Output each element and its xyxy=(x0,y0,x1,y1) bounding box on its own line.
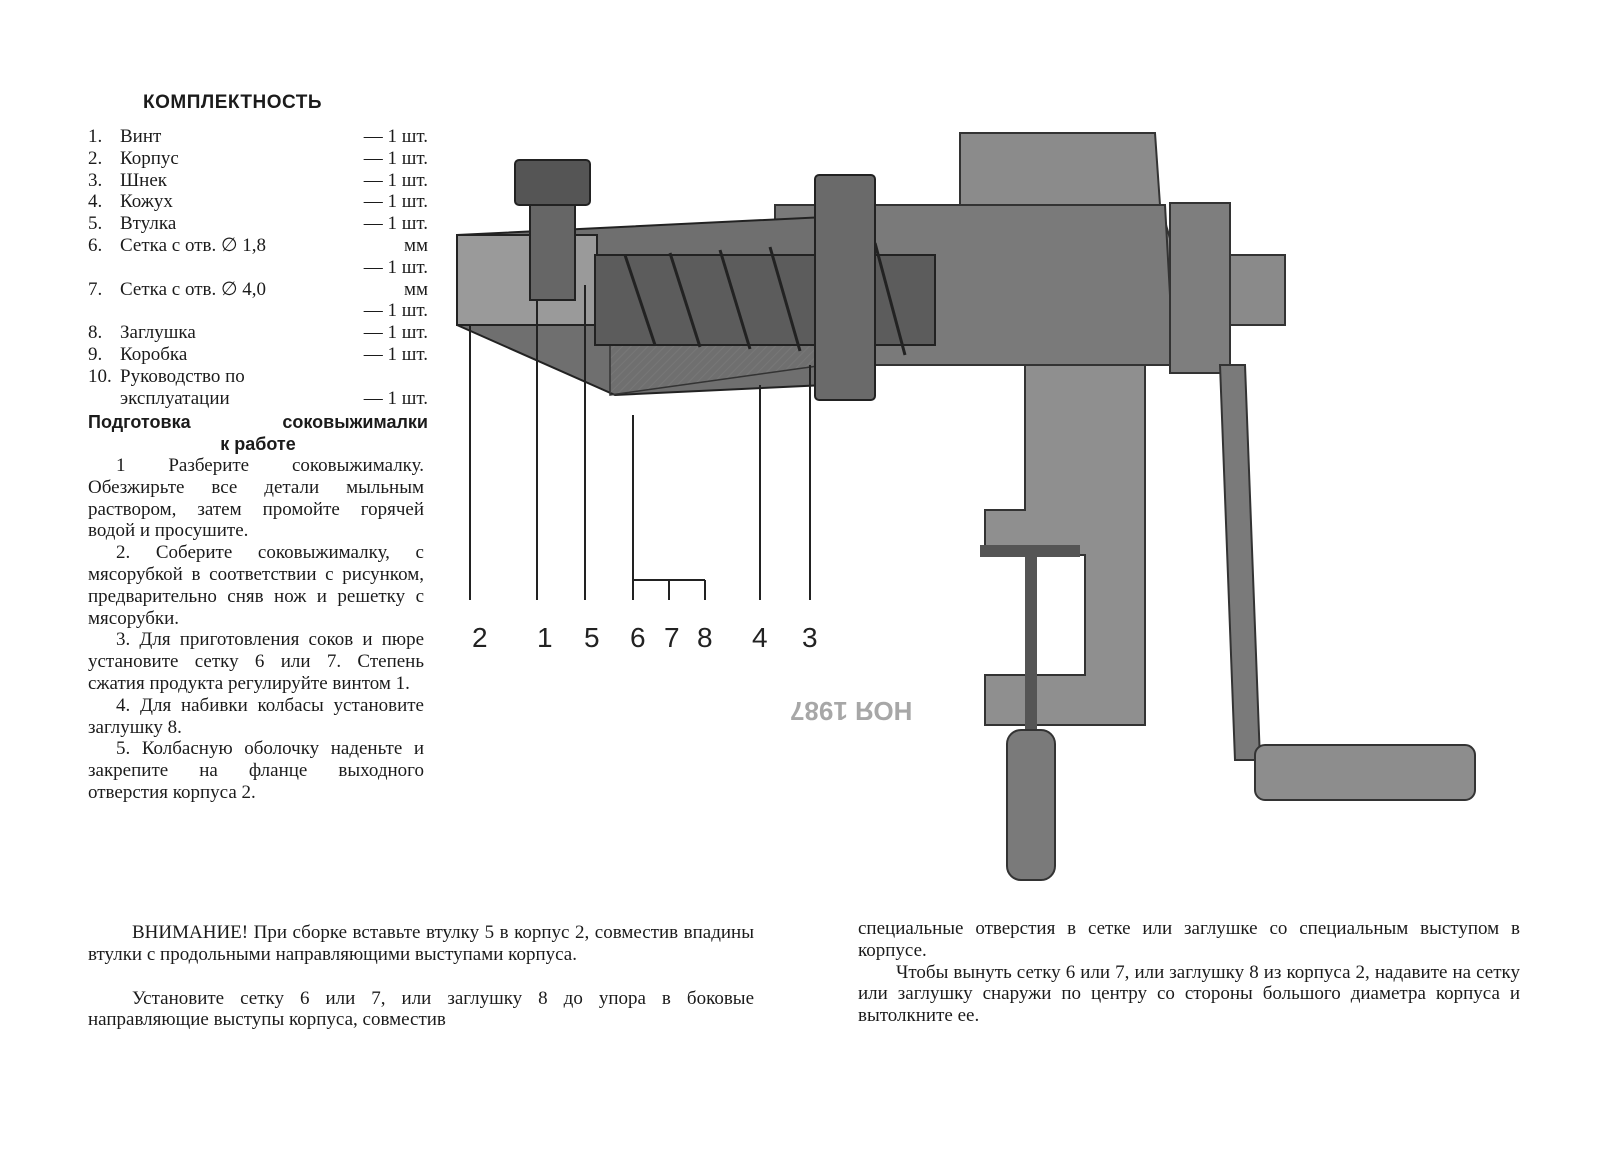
prep-step: 2. Соберите соковыжималку, с мясорубкой … xyxy=(88,542,424,629)
collar-nut xyxy=(814,174,876,401)
kit-item: 2.Корпус— 1 шт. xyxy=(88,147,428,169)
notes-right: специальные отверстия в сетке или заглуш… xyxy=(858,918,1520,1027)
clamp-pad xyxy=(980,545,1080,557)
callout-2: 2 xyxy=(472,622,488,653)
note-paragraph: специальные отверстия в сетке или заглуш… xyxy=(858,918,1520,961)
kit-item-unit: мм xyxy=(403,278,428,300)
shaft-end xyxy=(1229,254,1286,326)
callout-1: 1 xyxy=(537,622,553,653)
kit-item-unit: мм xyxy=(403,234,428,256)
prep-steps: 1 Разберите соковыжималку. Обезжирьте вс… xyxy=(88,455,424,804)
kit-item-continued: эксплуатации— 1 шт. xyxy=(120,387,428,409)
kit-item-qty: — 1 шт. xyxy=(363,300,428,322)
leader-lines xyxy=(469,285,811,600)
note-paragraph: Установите сетку 6 или 7, или заглушку 8… xyxy=(88,987,754,1031)
prep-step: 1 Разберите соковыжималку. Обезжирьте вс… xyxy=(88,455,424,542)
callout-3: 3 xyxy=(802,622,818,653)
note-paragraph: Чтобы вынуть сетку 6 или 7, или заглушку… xyxy=(858,961,1520,1027)
note-paragraph: ВНИМАНИЕ! При сборке вставьте втулку 5 в… xyxy=(88,922,754,965)
crank-arm xyxy=(1218,364,1262,761)
auger-core xyxy=(594,254,936,346)
prep-step: 5. Колбасную оболочку наденьте и закрепи… xyxy=(88,738,424,803)
callout-4: 4 xyxy=(752,622,768,653)
crank-grip xyxy=(1254,744,1476,801)
kit-item-name: Винт xyxy=(120,126,162,147)
kit-item-name: Сетка с отв. ∅ 4,0 xyxy=(120,278,267,300)
kit-item-name: Корпус xyxy=(120,147,179,169)
kit-item: 10.Руководство по xyxy=(88,365,245,387)
notes-left: ВНИМАНИЕ! При сборке вставьте втулку 5 в… xyxy=(88,922,754,1053)
kit-item-name: Сетка с отв. ∅ 1,8 xyxy=(120,234,267,256)
date-stamp: НОЯ 1987 xyxy=(790,696,913,726)
callout-8: 8 xyxy=(697,622,713,653)
kit-item-qty: — 1 шт. xyxy=(363,126,428,147)
knob-shape xyxy=(514,159,591,206)
kit-item-name: Шнек xyxy=(120,169,167,191)
kit-item-name: Руководство по xyxy=(120,365,245,387)
callout-7: 7 xyxy=(664,622,680,653)
kit-item-qty: — 1 шт. xyxy=(363,256,428,278)
kit-item-qty: — 1 шт. xyxy=(363,387,428,409)
clamp-handle xyxy=(1006,729,1056,881)
kit-item-name: Кожух xyxy=(120,191,173,213)
kit-item: 8.Заглушка— 1 шт. xyxy=(88,322,428,344)
prep-step: 4. Для набивки колбасы установите заглуш… xyxy=(88,694,424,738)
callout-6: 6 xyxy=(630,622,646,653)
kit-item-qty: — 1 шт. xyxy=(363,169,428,191)
kit-item: 1.Винт— 1 шт. xyxy=(88,126,428,147)
juicer-diagram xyxy=(456,132,1476,881)
kit-item-qty: — 1 шт. xyxy=(363,191,428,213)
prep-step: 3. Для приготовления соков и пюре устано… xyxy=(88,629,424,694)
kit-item: 4.Кожух— 1 шт. xyxy=(88,191,428,213)
clamp-screw xyxy=(1025,555,1037,730)
kit-item-name: Коробка xyxy=(120,343,188,365)
kit-item-name: Заглушка xyxy=(120,322,196,344)
kit-item: 3.Шнек— 1 шт. xyxy=(88,169,428,191)
kit-list: 1.Винт— 1 шт. 2.Корпус— 1 шт. 3.Шнек— 1 … xyxy=(88,126,428,409)
kit-heading: КОМПЛЕКТНОСТЬ xyxy=(143,92,323,113)
knob-stem xyxy=(529,204,576,301)
kit-item: 5.Втулка— 1 шт. xyxy=(88,213,428,235)
bearing-housing xyxy=(1169,202,1231,374)
kit-item-qty: — 1 шт. xyxy=(363,213,428,235)
kit-item-name: Втулка xyxy=(120,213,177,235)
kit-item-qty: — 1 шт. xyxy=(363,322,428,344)
kit-item-qty: — 1 шт. xyxy=(363,147,428,169)
kit-item: 9.Коробка— 1 шт. xyxy=(88,343,428,365)
kit-item-qty: — 1 шт. xyxy=(363,343,428,365)
callout-5: 5 xyxy=(584,622,600,653)
